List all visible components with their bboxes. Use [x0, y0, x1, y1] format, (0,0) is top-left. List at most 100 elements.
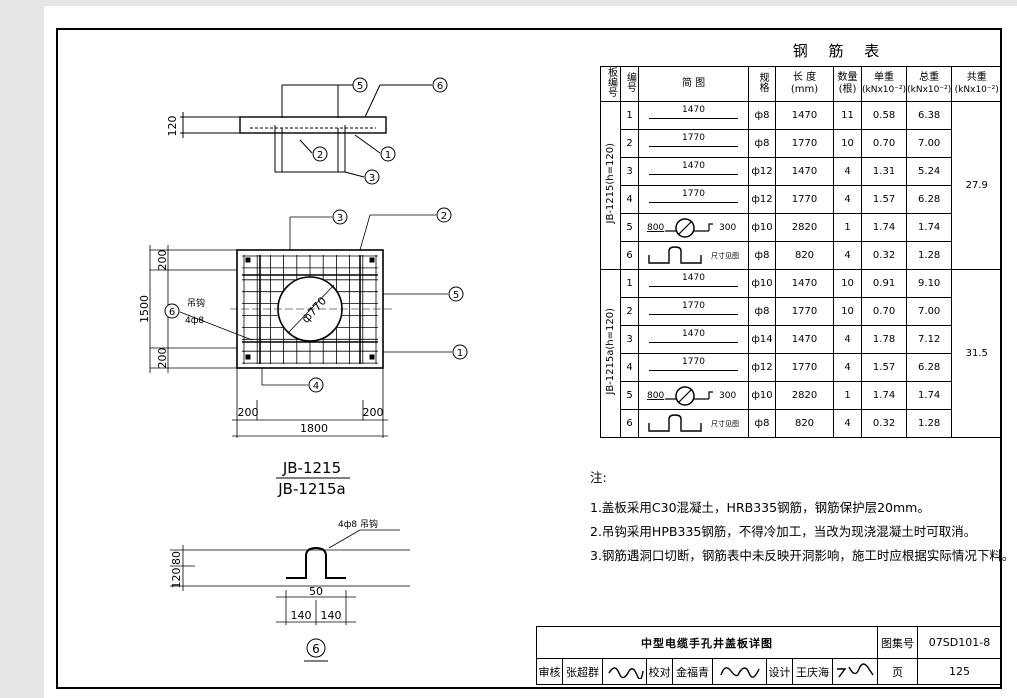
bar-shape-hook: 尺寸见图 [639, 410, 748, 437]
bar-shape-straight: 1470 [639, 270, 748, 297]
bar-total-weight: 9.10 [906, 269, 953, 298]
bar-total-weight: 1.28 [906, 241, 953, 270]
drawing-title: 中型电缆手孔井盖板详图 [536, 626, 878, 659]
bar-diagram: 1470 [638, 101, 749, 130]
detail-mark: 6 [312, 642, 320, 656]
hook-dim-80: 80 [170, 551, 183, 565]
bar-length: 1470 [775, 157, 834, 186]
bar-unit-weight: 1.74 [860, 381, 908, 410]
bar-qty: 4 [833, 185, 862, 214]
plan-width-dim: 1800 [300, 422, 328, 435]
section-callouts: 5 6 2 1 3 [312, 77, 448, 185]
note-2: 2.吊钩采用HPB335钢筋，不得冷加工，当改为现浇混凝土时可取消。 [590, 524, 977, 539]
bar-length: 1770 [775, 185, 834, 214]
section-view [180, 84, 432, 178]
bar-qty: 4 [833, 353, 862, 382]
bar-unit-weight: 0.58 [860, 101, 908, 130]
bar-length: 1470 [775, 325, 834, 354]
bar-unit-weight: 1.78 [860, 325, 908, 354]
bar-shape-straight: 1470 [639, 158, 748, 185]
bar-no: 2 [620, 129, 639, 158]
bar-unit-weight: 1.31 [860, 157, 908, 186]
reviewer-name: 张超群 [562, 658, 603, 685]
header-total-weight: 总重(kNx10⁻²) [906, 66, 953, 102]
bar-diagram: 尺寸见图 [638, 241, 749, 270]
label-jb-1215: JB-1215 [282, 459, 341, 477]
hook-dim-140-left: 140 [291, 609, 312, 622]
bar-qty: 4 [833, 157, 862, 186]
bar-shape-straight: 1770 [639, 130, 748, 157]
plan-edge-bottom-dim: 200 [156, 348, 169, 369]
svg-text:4: 4 [313, 381, 319, 392]
bar-length: 820 [775, 241, 834, 270]
plan-view [149, 214, 452, 438]
svg-text:3: 3 [337, 213, 343, 224]
bar-length: 2820 [775, 381, 834, 410]
bar-qty: 10 [833, 269, 862, 298]
bar-diagram: 1770 [638, 129, 749, 158]
bar-unit-weight: 0.70 [860, 297, 908, 326]
bar-no: 6 [620, 241, 639, 270]
bar-length: 1770 [775, 353, 834, 382]
bar-shape-straight: 1770 [639, 298, 748, 325]
review-label: 审核 [536, 658, 563, 685]
hook-detail [170, 529, 410, 662]
bar-spec: ф10 [748, 213, 776, 242]
bar-total-weight: 6.28 [906, 353, 953, 382]
svg-text:1: 1 [385, 150, 391, 161]
bar-spec: ф12 [748, 353, 776, 382]
notes: 注: 1.盖板采用C30混凝土，HRB335钢筋，钢筋保护层20mm。 2.吊钩… [590, 466, 1014, 568]
bar-spec: ф8 [748, 409, 776, 438]
hook-dim-140-right: 140 [321, 609, 342, 622]
plan-edge-top-dim: 200 [156, 250, 169, 271]
hook-dim-50: 50 [309, 585, 323, 598]
header-diagram: 简 图 [638, 66, 749, 102]
bar-length: 2820 [775, 213, 834, 242]
title-block: 中型电缆手孔井盖板详图 图集号 07SD101-8 审核 张超群 校对 金福青 … [536, 626, 1002, 685]
bar-unit-weight: 0.70 [860, 129, 908, 158]
svg-text:2: 2 [441, 211, 447, 222]
label-jb-1215a: JB-1215a [277, 480, 346, 498]
header-board: 板编号 [600, 66, 621, 102]
svg-text:1: 1 [457, 348, 463, 359]
bar-spec: ф8 [748, 241, 776, 270]
bar-spec: ф8 [748, 297, 776, 326]
page-label: 页 [877, 658, 918, 685]
check-label: 校对 [646, 658, 673, 685]
bar-shape-straight: 1770 [639, 186, 748, 213]
atlas-label: 图集号 [877, 626, 918, 659]
bar-qty: 4 [833, 409, 862, 438]
bar-qty: 4 [833, 241, 862, 270]
notes-heading: 注: [590, 470, 607, 485]
rebar-table: 板编号 编号 简 图 规格 长 度(mm) 数量(根) 单重(kNx10⁻²) … [600, 66, 1003, 438]
plan-callouts: 3 2 5 1 4 6 [164, 207, 468, 393]
bar-length: 1770 [775, 297, 834, 326]
bar-no: 4 [620, 353, 639, 382]
bar-total-weight: 6.28 [906, 185, 953, 214]
bar-diagram: 1770 [638, 185, 749, 214]
bar-qty: 4 [833, 325, 862, 354]
header-length: 长 度(mm) [775, 66, 834, 102]
atlas-number: 07SD101-8 [917, 626, 1002, 659]
rebar-table-header: 板编号 编号 简 图 规格 长 度(mm) 数量(根) 单重(kNx10⁻²) … [600, 66, 1003, 102]
section-thickness-dim: 120 [166, 116, 179, 137]
bar-total-weight: 7.12 [906, 325, 953, 354]
bar-spec: ф12 [748, 185, 776, 214]
svg-text:5: 5 [357, 81, 363, 92]
header-qty: 数量(根) [833, 66, 862, 102]
bar-spec: ф10 [748, 381, 776, 410]
bar-shape-straight: 1470 [639, 326, 748, 353]
bar-qty: 10 [833, 129, 862, 158]
bar-no: 2 [620, 297, 639, 326]
bar-shape-straight: 1470 [639, 102, 748, 129]
designer-signature [832, 658, 878, 685]
bar-diagram: 1470 [638, 157, 749, 186]
